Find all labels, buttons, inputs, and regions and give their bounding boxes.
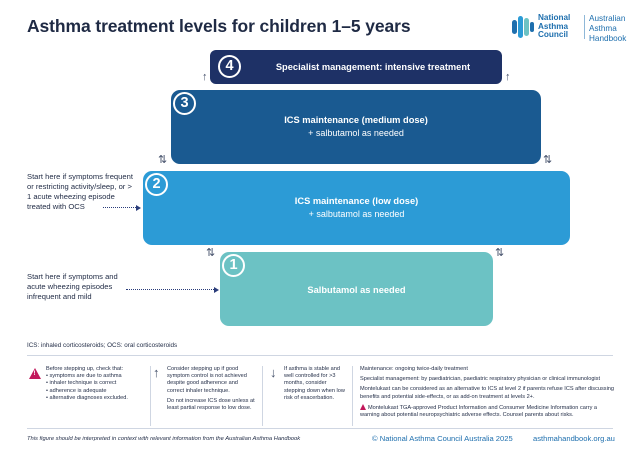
logo: National Asthma Council Australian Asthm… — [512, 13, 627, 43]
arrow-up-down-icon: ⇅ — [543, 154, 553, 166]
list-item: • inhaler technique is correct — [46, 380, 117, 387]
footer-link[interactable]: asthmahandbook.org.au — [533, 434, 615, 443]
start-pointer-arrow-icon — [214, 287, 219, 293]
logo-icon — [512, 16, 534, 38]
footer-note: This figure should be interpreted in con… — [27, 436, 301, 442]
warning-icon — [360, 403, 366, 410]
logo-org-name: National Asthma Council — [538, 13, 571, 40]
logo-divider — [584, 15, 585, 39]
level-1-box: 1 Salbutamol as needed — [220, 252, 493, 326]
level-2-subtitle: + salbutamol as needed — [308, 209, 405, 219]
footer-copyright: © National Asthma Council Australia 2025 — [372, 434, 513, 443]
divider — [27, 428, 613, 429]
arrow-up-down-icon: ⇅ — [206, 247, 216, 259]
divider — [352, 366, 353, 426]
note-text: Consider stepping up if good symptom con… — [167, 366, 247, 394]
start-pointer-line — [126, 289, 214, 290]
note-heading: Before stepping up, check that: — [46, 366, 124, 372]
note-step-down: If asthma is stable and well controlled … — [284, 366, 348, 405]
list-item: • adherence is adequate — [46, 387, 107, 394]
arrow-up-icon: ↑ — [202, 71, 208, 83]
start-pointer-arrow-icon — [136, 205, 141, 211]
note-right: Maintenance: ongoing twice-daily treatme… — [360, 366, 618, 422]
level-4-box: 4 Specialist management: intensive treat… — [210, 50, 502, 84]
warning-icon: ! — [29, 368, 41, 379]
note-text: Maintenance: ongoing twice-daily treatme… — [360, 366, 468, 372]
level-1-title: Salbutamol as needed — [307, 285, 406, 295]
start-point-level-2: Start here if symptoms frequent or restr… — [27, 172, 133, 211]
logo-handbook-name: Australian Asthma Handbook — [589, 14, 627, 43]
level-4-badge: 4 — [218, 55, 241, 78]
note-text: If asthma is stable and well controlled … — [284, 366, 345, 401]
arrow-up-down-icon: ⇅ — [495, 247, 505, 259]
note-step-up: Consider stepping up if good symptom con… — [167, 366, 255, 415]
level-3-subtitle: + salbutamol as needed — [308, 128, 404, 138]
start-point-level-1: Start here if symptoms and acute wheezin… — [27, 272, 118, 301]
start-pointer-line — [103, 207, 136, 208]
note-before-step-up: Before stepping up, check that: • sympto… — [46, 366, 146, 402]
note-warning: Montelukast TGA-approved Product Informa… — [360, 403, 618, 419]
level-1-badge: 1 — [222, 254, 245, 277]
level-2-box: 2 ICS maintenance (low dose) + salbutamo… — [143, 171, 570, 245]
step-up-arrow-icon: ↑ — [153, 365, 160, 380]
arrow-up-icon: ↑ — [505, 71, 511, 83]
level-4-title: Specialist management: intensive treatme… — [275, 62, 471, 72]
divider — [27, 355, 613, 356]
divider — [150, 366, 151, 426]
divider — [262, 366, 263, 426]
level-3-title: ICS maintenance (medium dose) — [284, 115, 428, 125]
note-text: Specialist management: by paediatrician,… — [360, 376, 601, 383]
page-title: Asthma treatment levels for children 1–5… — [27, 16, 411, 36]
level-3-badge: 3 — [173, 92, 196, 115]
level-2-title: ICS maintenance (low dose) — [294, 196, 419, 206]
note-text: Do not increase ICS dose unless at least… — [167, 397, 255, 412]
note-text: Montelukast can be considered as an alte… — [360, 386, 615, 400]
level-2-badge: 2 — [145, 173, 168, 196]
arrow-up-down-icon: ⇅ — [158, 154, 168, 166]
level-3-box: 3 ICS maintenance (medium dose) + salbut… — [171, 90, 541, 164]
list-item: • alternative diagnoses excluded. — [46, 394, 128, 401]
abbreviations: ICS: inhaled corticosteroids; OCS: oral … — [27, 342, 178, 349]
step-down-arrow-icon: ↓ — [270, 365, 277, 380]
note-text: Montelukast TGA-approved Product Informa… — [360, 404, 598, 419]
list-item: • symptoms are due to asthma — [46, 373, 122, 380]
